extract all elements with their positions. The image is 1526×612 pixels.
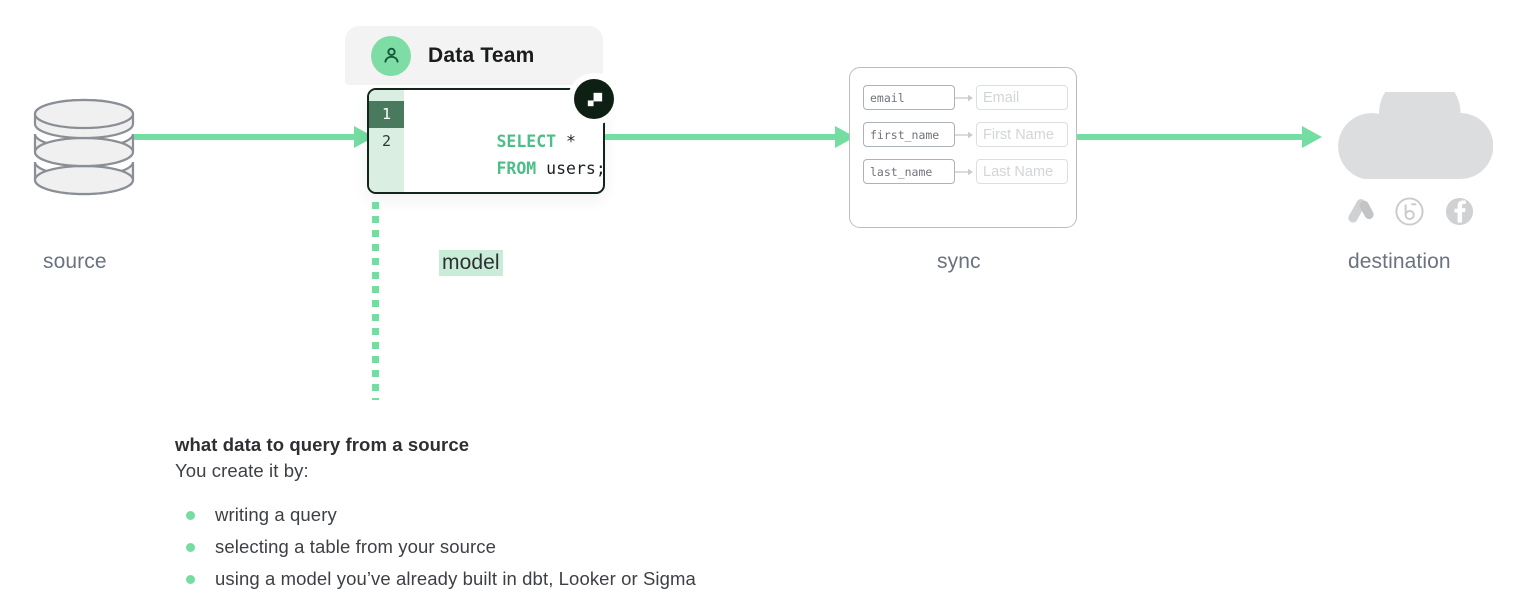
editor-code-area[interactable]: SELECT * FROM users; — [404, 90, 603, 192]
caption-block: what data to query from a source You cre… — [175, 434, 1075, 600]
sync-field-mapping-card: email Email first_name First Name last_n… — [849, 67, 1077, 228]
destination-field[interactable]: First Name — [976, 122, 1068, 147]
map-arrow-icon — [955, 130, 976, 140]
data-team-label: Data Team — [428, 43, 535, 67]
map-arrow-icon — [955, 93, 976, 103]
sql-keyword: SELECT — [496, 132, 557, 151]
stage-label-destination: destination — [1348, 250, 1451, 273]
list-item: using a model you’ve already built in db… — [175, 568, 1075, 590]
model-connector-dotted-line — [372, 202, 379, 400]
line-number: 1 — [369, 101, 404, 128]
person-icon — [371, 35, 411, 76]
caption-title: what data to query from a source — [175, 434, 470, 455]
caption-list: writing a query selecting a table from y… — [175, 504, 1075, 590]
source-field[interactable]: first_name — [863, 122, 955, 147]
list-item-label: writing a query — [215, 504, 337, 525]
cloud-icon — [1331, 72, 1494, 180]
sql-text: users; — [536, 159, 605, 178]
bullet-icon — [186, 542, 195, 552]
hightouch-logo-icon — [574, 79, 614, 119]
code-line: FROM users; — [417, 128, 603, 178]
field-mapping-row: first_name First Name — [863, 122, 1076, 147]
field-mapping-row: email Email — [863, 85, 1076, 110]
facebook-icon — [1444, 196, 1475, 232]
list-item: selecting a table from your source — [175, 536, 1075, 558]
braze-icon — [1394, 196, 1425, 232]
list-item-label: selecting a table from your source — [215, 536, 497, 557]
stage-label-model: model — [439, 250, 503, 276]
bullet-icon — [186, 510, 195, 520]
arrow-model-to-sync — [605, 126, 857, 148]
list-item: writing a query — [175, 504, 1075, 526]
arrow-sync-to-destination — [1077, 126, 1324, 148]
stage-label-source: source — [43, 250, 107, 273]
list-item-label: using a model you’ve already built in db… — [215, 568, 696, 589]
arrow-source-to-model — [134, 126, 374, 148]
database-icon — [33, 97, 135, 200]
source-field[interactable]: last_name — [863, 159, 955, 184]
stage-label-sync: sync — [937, 250, 981, 273]
destination-field[interactable]: Last Name — [976, 159, 1068, 184]
destination-field[interactable]: Email — [976, 85, 1068, 110]
caption-subtitle: You create it by: — [175, 460, 309, 481]
data-team-chip: Data Team — [345, 26, 603, 85]
code-line: SELECT * — [417, 101, 603, 151]
sql-keyword: FROM — [496, 159, 537, 178]
sql-text: * — [556, 132, 576, 151]
field-mapping-row: last_name Last Name — [863, 159, 1076, 184]
line-number: 2 — [381, 132, 392, 150]
destination-platform-icons — [1344, 196, 1484, 232]
google-ads-icon — [1344, 196, 1375, 232]
source-field[interactable]: email — [863, 85, 955, 110]
map-arrow-icon — [955, 167, 976, 177]
editor-gutter: 1 2 — [369, 90, 404, 192]
bullet-icon — [186, 574, 195, 584]
sql-editor[interactable]: 1 2 SELECT * FROM users; — [367, 88, 605, 194]
